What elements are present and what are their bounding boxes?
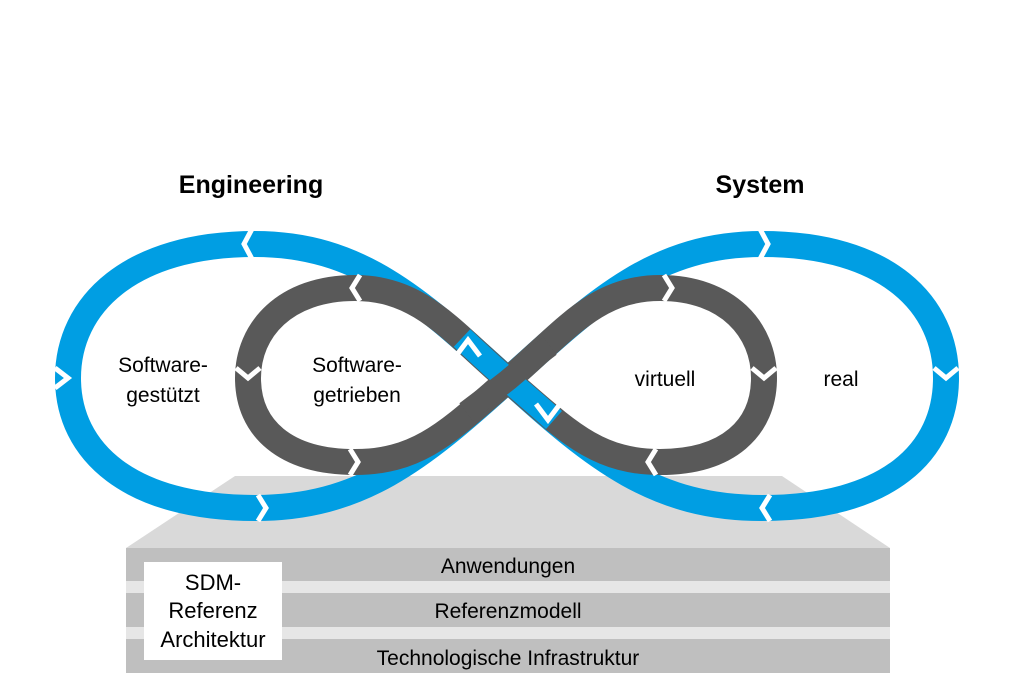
inner-right-label: virtuell <box>635 368 696 391</box>
chevron-arrow-icon <box>255 493 269 523</box>
layer-label-infrastruktur: Technologische Infrastruktur <box>377 647 640 670</box>
infinity-loops: Software- gestützt Software- getrieben v… <box>53 227 960 523</box>
sdm-side-box <box>144 562 282 660</box>
title-system: System <box>716 171 805 199</box>
chevron-arrow-icon <box>53 227 960 523</box>
layer-label-referenzmodell: Referenzmodell <box>434 600 581 623</box>
title-engineering: Engineering <box>179 171 323 199</box>
outer-left-label-line2: gestützt <box>126 384 200 407</box>
chevron-arrow-icon <box>750 366 778 382</box>
chevron-arrow-icon <box>347 447 361 477</box>
chevron-arrow-icon <box>645 447 659 477</box>
crossing-gray-overlay <box>459 337 557 421</box>
layer-label-anwendungen: Anwendungen <box>441 555 575 578</box>
side-box-line3: Architektur <box>160 627 265 652</box>
side-box-line1: SDM- <box>185 570 241 595</box>
layer-referenzmodell-top <box>126 581 890 593</box>
chevron-arrow-icon <box>454 335 482 358</box>
outer-left-label-line1: Software- <box>118 354 208 377</box>
chevron-arrow-icon <box>349 273 363 303</box>
side-box-line2: Referenz <box>168 598 257 623</box>
chevron-arrow-icon <box>661 273 675 303</box>
layer-stack: Anwendungen Referenzmodell Technologisch… <box>126 476 890 673</box>
layer-infrastruktur-top <box>126 627 890 639</box>
chevron-arrow-icon <box>534 402 562 425</box>
chevron-arrow-icon <box>757 227 771 261</box>
chevron-arrow-icon <box>241 227 255 261</box>
inner-left-label-line1: Software- <box>312 354 402 377</box>
chevron-arrow-icon <box>234 366 262 382</box>
chevron-arrow-icon <box>932 366 960 382</box>
chevron-arrow-icon <box>53 366 73 390</box>
inner-left-label-line2: getrieben <box>313 384 401 407</box>
outer-right-label: real <box>823 368 858 391</box>
chevron-arrow-icon <box>759 493 773 523</box>
